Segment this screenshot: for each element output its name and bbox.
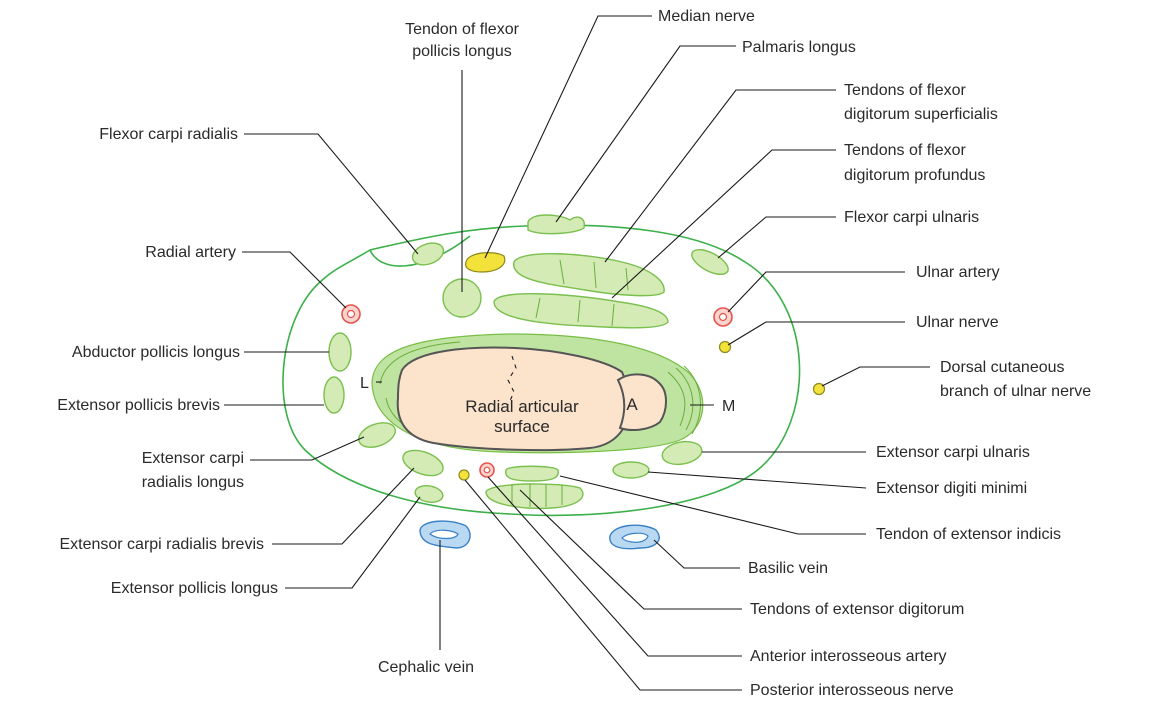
- basilic-vein-label: Basilic vein: [748, 560, 828, 577]
- ulnar-notch: [618, 374, 666, 430]
- flexor-carpi-radialis-label: Flexor carpi radialis: [99, 126, 238, 143]
- fds-label-2: digitorum superficialis: [844, 106, 998, 123]
- extensor-digiti-minimi-shape: [613, 462, 649, 478]
- fdp-tendons-shape: [494, 294, 668, 328]
- fds-tendons-shape: [514, 254, 664, 296]
- extensor-pollicis-longus-label: Extensor pollicis longus: [111, 580, 278, 597]
- ulnar-nerve-shape: [720, 342, 731, 353]
- dorsal-cutaneous-branch-label-2: branch of ulnar nerve: [940, 383, 1091, 400]
- extensor-carpi-radialis-brevis-label: Extensor carpi radialis brevis: [59, 536, 264, 553]
- radial-artery-lumen: [348, 311, 355, 318]
- anterior-interosseous-artery-label: Anterior interosseous artery: [750, 648, 947, 665]
- extensor-carpi-radialis-longus-label-2: radialis longus: [142, 474, 244, 491]
- lateral-label: L: [360, 375, 369, 392]
- tendons-extensor-digitorum-shape: [486, 484, 583, 508]
- articular-surface-label-2: surface: [494, 417, 550, 436]
- cephalic-vein-label: Cephalic vein: [378, 659, 474, 676]
- tendons-extensor-digitorum-label: Tendons of extensor digitorum: [750, 601, 964, 618]
- anterior-interosseous-artery-lumen: [484, 467, 490, 473]
- posterior-interosseous-nerve-shape: [459, 470, 469, 480]
- medial-label: M: [722, 398, 735, 415]
- palmaris-longus-label: Palmaris longus: [742, 39, 856, 56]
- ulnar-artery-lumen: [720, 314, 727, 321]
- palmaris-longus-shape: [528, 215, 584, 234]
- ulnar-nerve-label: Ulnar nerve: [916, 314, 999, 331]
- extensor-digiti-minimi-label: Extensor digiti minimi: [876, 480, 1027, 497]
- extensor-pollicis-longus-shape: [414, 484, 444, 505]
- tendon-flexor-pollicis-longus-label-1: Tendon of flexor: [405, 21, 520, 38]
- abductor-pollicis-longus-label: Abductor pollicis longus: [72, 344, 240, 361]
- articular-surface-label-1: Radial articular: [465, 397, 579, 416]
- median-nerve-shape: [466, 253, 505, 272]
- fdp-label-2: digitorum profundus: [844, 167, 985, 184]
- tendon-extensor-indicis-shape: [506, 466, 559, 481]
- dorsal-cutaneous-branch-label-1: Dorsal cutaneous: [940, 359, 1065, 376]
- fds-label-1: Tendons of flexor: [844, 82, 967, 99]
- abductor-pollicis-longus-shape: [329, 333, 351, 371]
- flexor-carpi-ulnaris-shape: [688, 245, 732, 280]
- flexor-carpi-ulnaris-label: Flexor carpi ulnaris: [844, 209, 979, 226]
- ulnar-artery-label: Ulnar artery: [916, 264, 1000, 281]
- ulnar-notch-label: A: [626, 395, 638, 414]
- posterior-interosseous-nerve-label: Posterior interosseous nerve: [750, 682, 954, 699]
- fdp-label-1: Tendons of flexor: [844, 142, 967, 159]
- tendon-extensor-indicis-label: Tendon of extensor indicis: [876, 526, 1061, 543]
- tendon-flexor-pollicis-longus-label-2: pollicis longus: [412, 43, 512, 60]
- extensor-pollicis-brevis-shape: [324, 377, 344, 413]
- extensor-carpi-ulnaris-label: Extensor carpi ulnaris: [876, 444, 1030, 461]
- radial-artery-label: Radial artery: [145, 244, 236, 261]
- median-nerve-label: Median nerve: [658, 8, 755, 25]
- extensor-carpi-radialis-longus-label-1: Extensor carpi: [142, 450, 244, 467]
- extensor-pollicis-brevis-label: Extensor pollicis brevis: [57, 397, 220, 414]
